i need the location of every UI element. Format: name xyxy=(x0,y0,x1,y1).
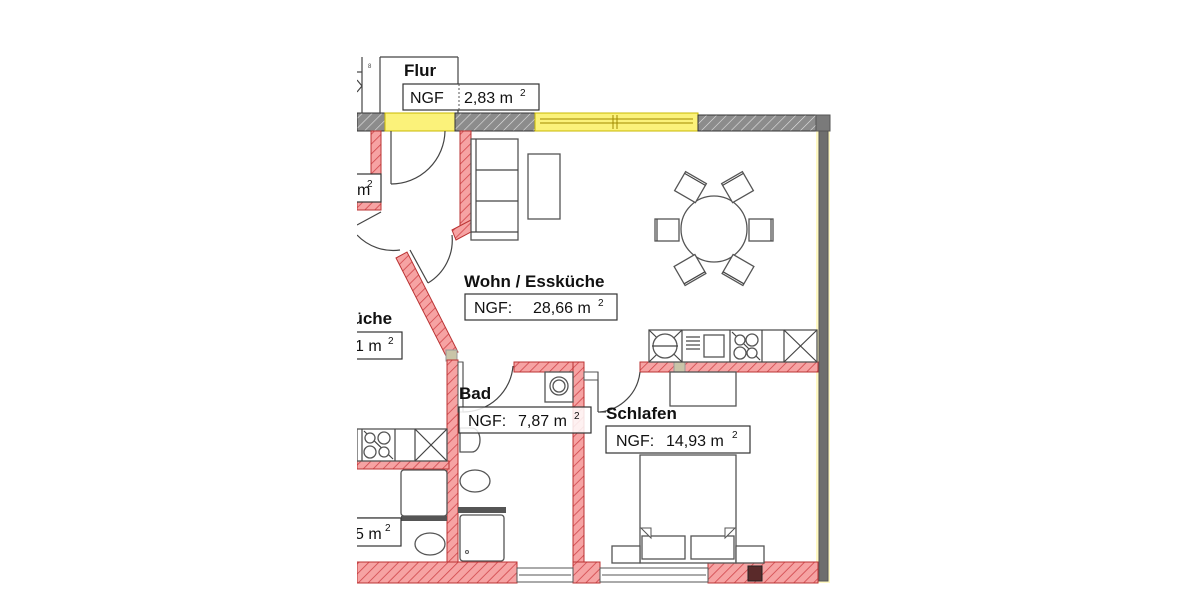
ngf-value: 14,93 m xyxy=(666,433,724,450)
ngf-value: 28,66 m xyxy=(533,300,591,317)
left-door xyxy=(356,211,401,252)
chair xyxy=(720,170,755,204)
wohn-door xyxy=(409,234,453,284)
toilet xyxy=(459,469,491,493)
ngf-label: NGF: xyxy=(474,300,512,317)
chair xyxy=(748,218,774,242)
nightstand xyxy=(611,545,641,564)
room-label-bad: Bad NGF: 7,87 m 2 xyxy=(458,384,592,434)
room-name: Bad xyxy=(459,384,491,403)
unit-superscript: 2 xyxy=(385,523,391,534)
left-kitchen-counter xyxy=(356,428,448,462)
svg-text:8: 8 xyxy=(368,64,372,70)
exterior-wall-segment xyxy=(356,112,386,132)
schlafen-door xyxy=(583,371,641,413)
room-name: Wohn / Essküche xyxy=(464,272,604,291)
chair xyxy=(721,253,755,287)
room-label-wohn: Wohn / Essküche NGF: 28,66 m 2 xyxy=(464,272,618,321)
sofa xyxy=(470,138,519,241)
top-exterior-wall xyxy=(356,112,819,132)
ngf-value: m xyxy=(357,182,370,199)
window-flur xyxy=(384,112,456,132)
unit-superscript: 2 xyxy=(574,411,580,422)
coffee-table xyxy=(527,153,561,220)
kitchen-counter xyxy=(648,329,818,363)
bad-furniture xyxy=(458,371,574,562)
chair xyxy=(673,253,707,287)
chair xyxy=(673,170,708,204)
right-facade xyxy=(815,114,831,583)
interior-walls xyxy=(356,130,819,584)
exterior-wall-segment xyxy=(454,112,536,132)
unit-superscript: 2 xyxy=(520,88,526,99)
unit-superscript: 2 xyxy=(732,430,738,441)
exterior-wall-segment xyxy=(697,114,819,132)
crop-margin-left xyxy=(0,0,357,600)
chimney-shaft xyxy=(747,565,763,582)
crop-margin-right xyxy=(831,0,1200,600)
ngf-value: 2,83 m xyxy=(464,90,513,107)
room-label-flur: Flur NGF 2,83 m 2 xyxy=(402,61,540,111)
ngf-label: NGF: xyxy=(468,413,506,430)
ngf-value: 7,87 m xyxy=(518,413,567,430)
unit-superscript: 2 xyxy=(598,298,604,309)
room-name: Schlafen xyxy=(606,404,677,423)
left-bathroom xyxy=(357,469,448,556)
unit-superscript: 2 xyxy=(388,336,394,347)
ngf-label: NGF: xyxy=(616,433,654,450)
nightstand xyxy=(735,545,765,564)
chair xyxy=(654,218,680,242)
ngf-value: 5 m xyxy=(355,526,382,543)
unit-superscript: 2 xyxy=(367,179,373,190)
flur-door xyxy=(390,130,446,185)
ngf-value: 1 m xyxy=(355,338,382,355)
shower xyxy=(459,514,505,562)
room-label-schlafen: Schlafen NGF: 14,93 m 2 xyxy=(605,404,751,454)
bottom-windows xyxy=(516,567,709,583)
dresser xyxy=(669,371,737,407)
bed xyxy=(611,454,765,564)
ngf-label: NGF xyxy=(410,90,444,107)
dining-table xyxy=(654,170,774,287)
room-name: Flur xyxy=(404,61,436,80)
